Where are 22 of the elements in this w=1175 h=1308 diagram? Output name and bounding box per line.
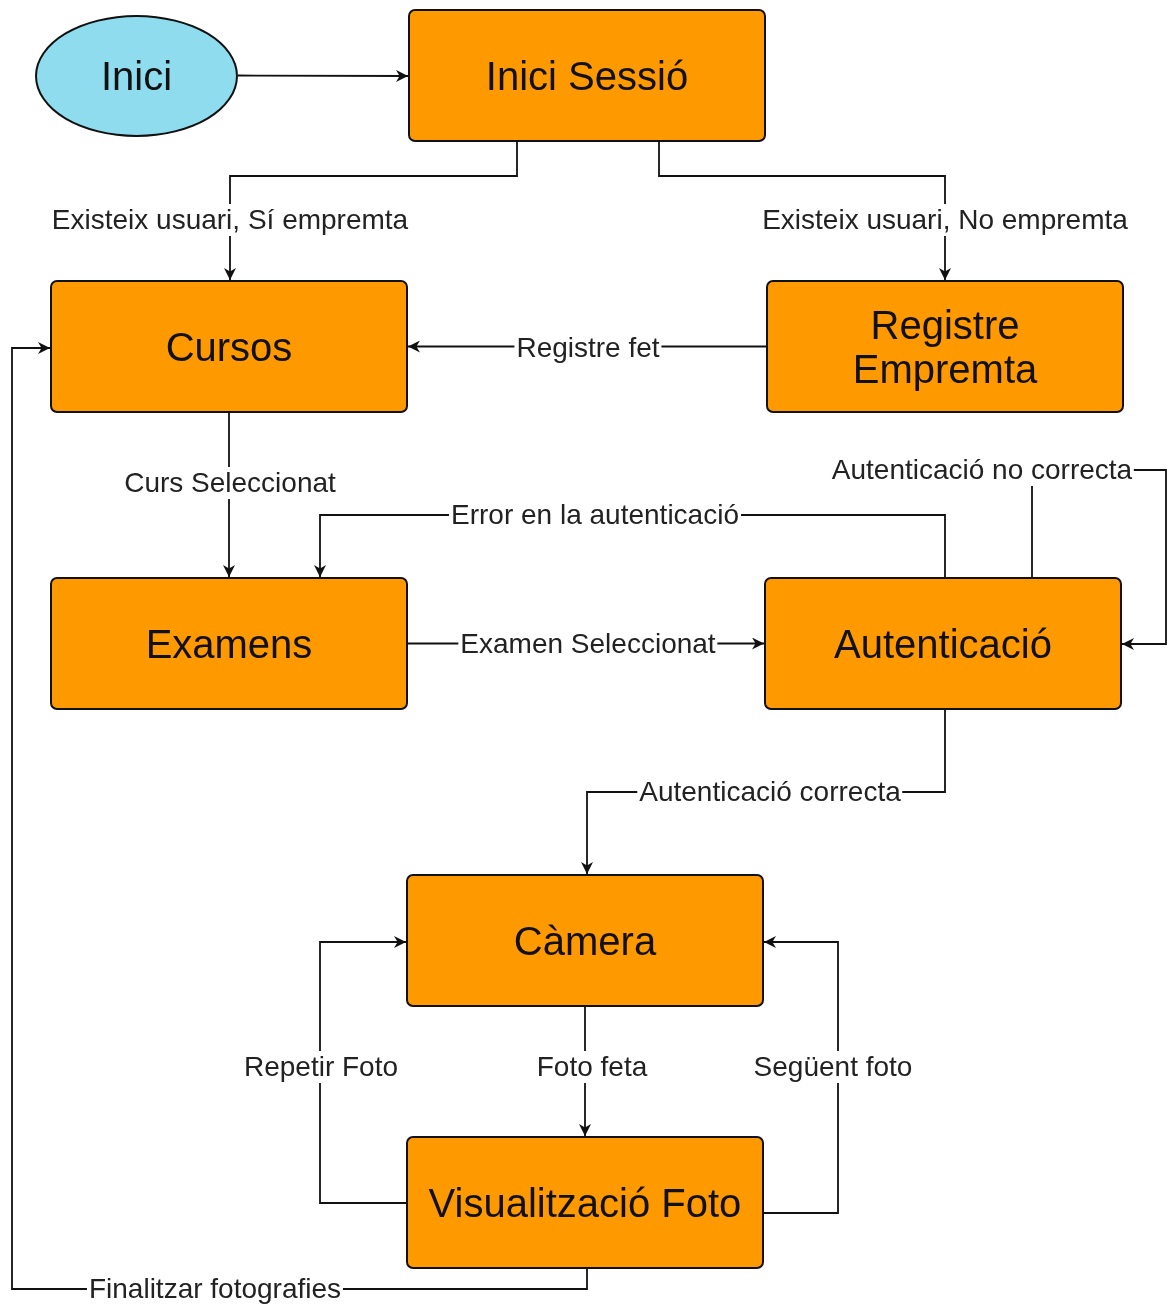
process-box	[50, 577, 408, 710]
arrow	[224, 141, 518, 281]
arrow	[319, 936, 407, 1204]
process-box	[406, 1136, 764, 1269]
process-box	[766, 280, 1124, 413]
arrow	[763, 936, 839, 1214]
arrow	[237, 69, 409, 82]
node-label: Visualització Foto	[427, 1180, 743, 1225]
process-box	[406, 874, 764, 1007]
node-label: Inici	[99, 54, 174, 98]
node-label: Autenticació	[833, 621, 1053, 666]
node-label: Càmera	[512, 918, 658, 963]
process-box	[764, 577, 1122, 710]
arrow	[658, 141, 951, 281]
process-box	[408, 9, 766, 142]
node-label: Inici Sessió	[484, 53, 690, 98]
edge-label: Següent foto	[751, 1051, 915, 1083]
node-label: Cursos	[164, 324, 294, 369]
edge-label: Curs Seleccionat	[122, 467, 338, 499]
node-label: Registre Empremta	[851, 302, 1039, 391]
process-box	[50, 280, 408, 413]
node-label: Examens	[144, 621, 314, 666]
